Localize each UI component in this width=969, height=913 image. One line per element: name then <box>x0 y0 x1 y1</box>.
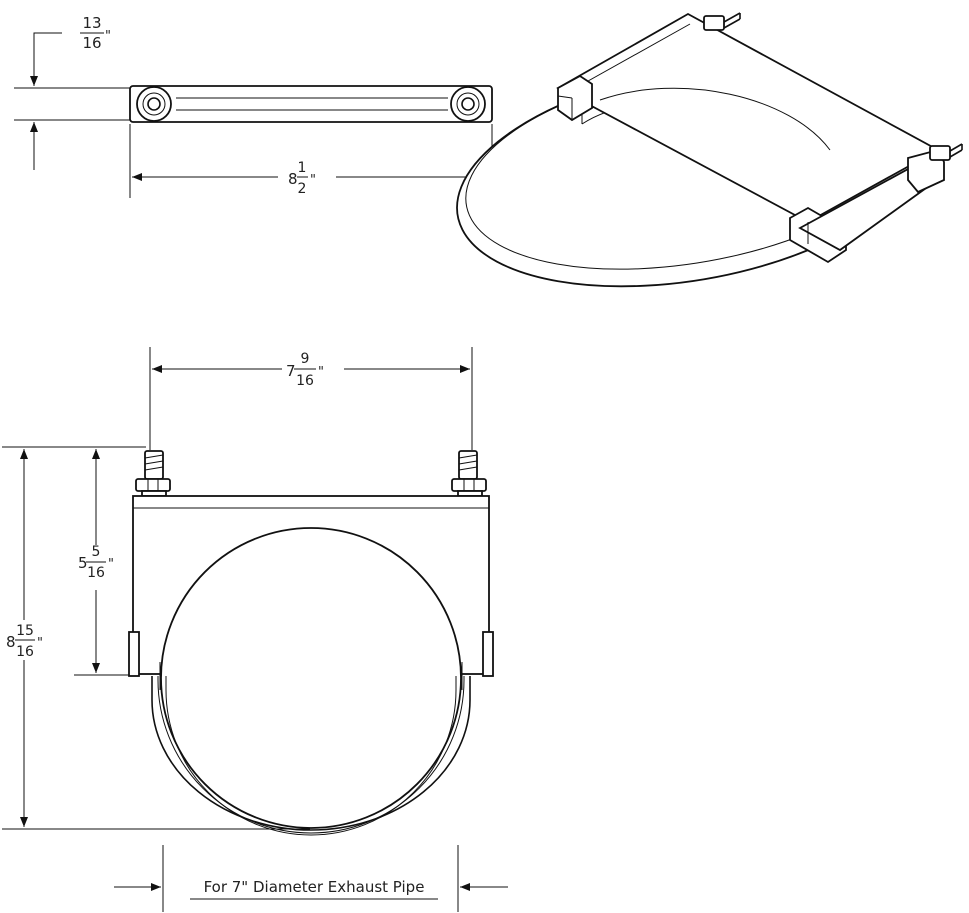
svg-text:5: 5 <box>92 544 101 560</box>
nut-icon <box>136 86 172 122</box>
pipe-diameter-caption: For 7" Diameter Exhaust Pipe <box>204 878 425 896</box>
svg-text:": " <box>310 173 316 188</box>
svg-text:16: 16 <box>16 644 34 660</box>
svg-text:8: 8 <box>6 633 16 651</box>
svg-text:16: 16 <box>296 373 314 389</box>
svg-text:": " <box>318 365 324 380</box>
top-length-dimension-label: 8 1 2 " <box>288 160 316 197</box>
svg-text:": " <box>37 636 43 651</box>
clamp-top-bar <box>129 85 493 123</box>
stud-icon <box>929 143 963 161</box>
stud-icon <box>703 12 741 31</box>
svg-text:16: 16 <box>82 34 101 52</box>
svg-text:8: 8 <box>288 170 298 188</box>
bracket-height-dimension-label: 5 5 16 " <box>78 544 114 581</box>
top-view: 13 16 " 8 1 2 " <box>14 14 493 198</box>
svg-text:": " <box>108 557 114 572</box>
svg-text:13: 13 <box>82 14 101 32</box>
exhaust-pipe-circle <box>160 527 462 829</box>
stud-icon <box>451 450 487 497</box>
svg-text:1: 1 <box>298 160 307 176</box>
svg-text:15: 15 <box>16 623 34 639</box>
svg-text:5: 5 <box>78 554 88 572</box>
svg-text:16: 16 <box>87 565 105 581</box>
svg-text:": " <box>105 29 111 44</box>
thickness-dimension-label: 13 16 " <box>80 14 111 52</box>
svg-text:9: 9 <box>301 351 310 367</box>
front-width-dimension-label: 7 9 16 " <box>286 351 324 389</box>
nut-icon <box>450 86 486 122</box>
isometric-view <box>456 12 963 288</box>
front-view: 7 9 16 " 8 15 16 " 5 5 16 " <box>2 347 508 912</box>
svg-text:7: 7 <box>286 362 296 380</box>
svg-text:2: 2 <box>298 181 307 197</box>
overall-height-dimension-label: 8 15 16 " <box>6 623 43 660</box>
stud-icon <box>135 450 171 497</box>
